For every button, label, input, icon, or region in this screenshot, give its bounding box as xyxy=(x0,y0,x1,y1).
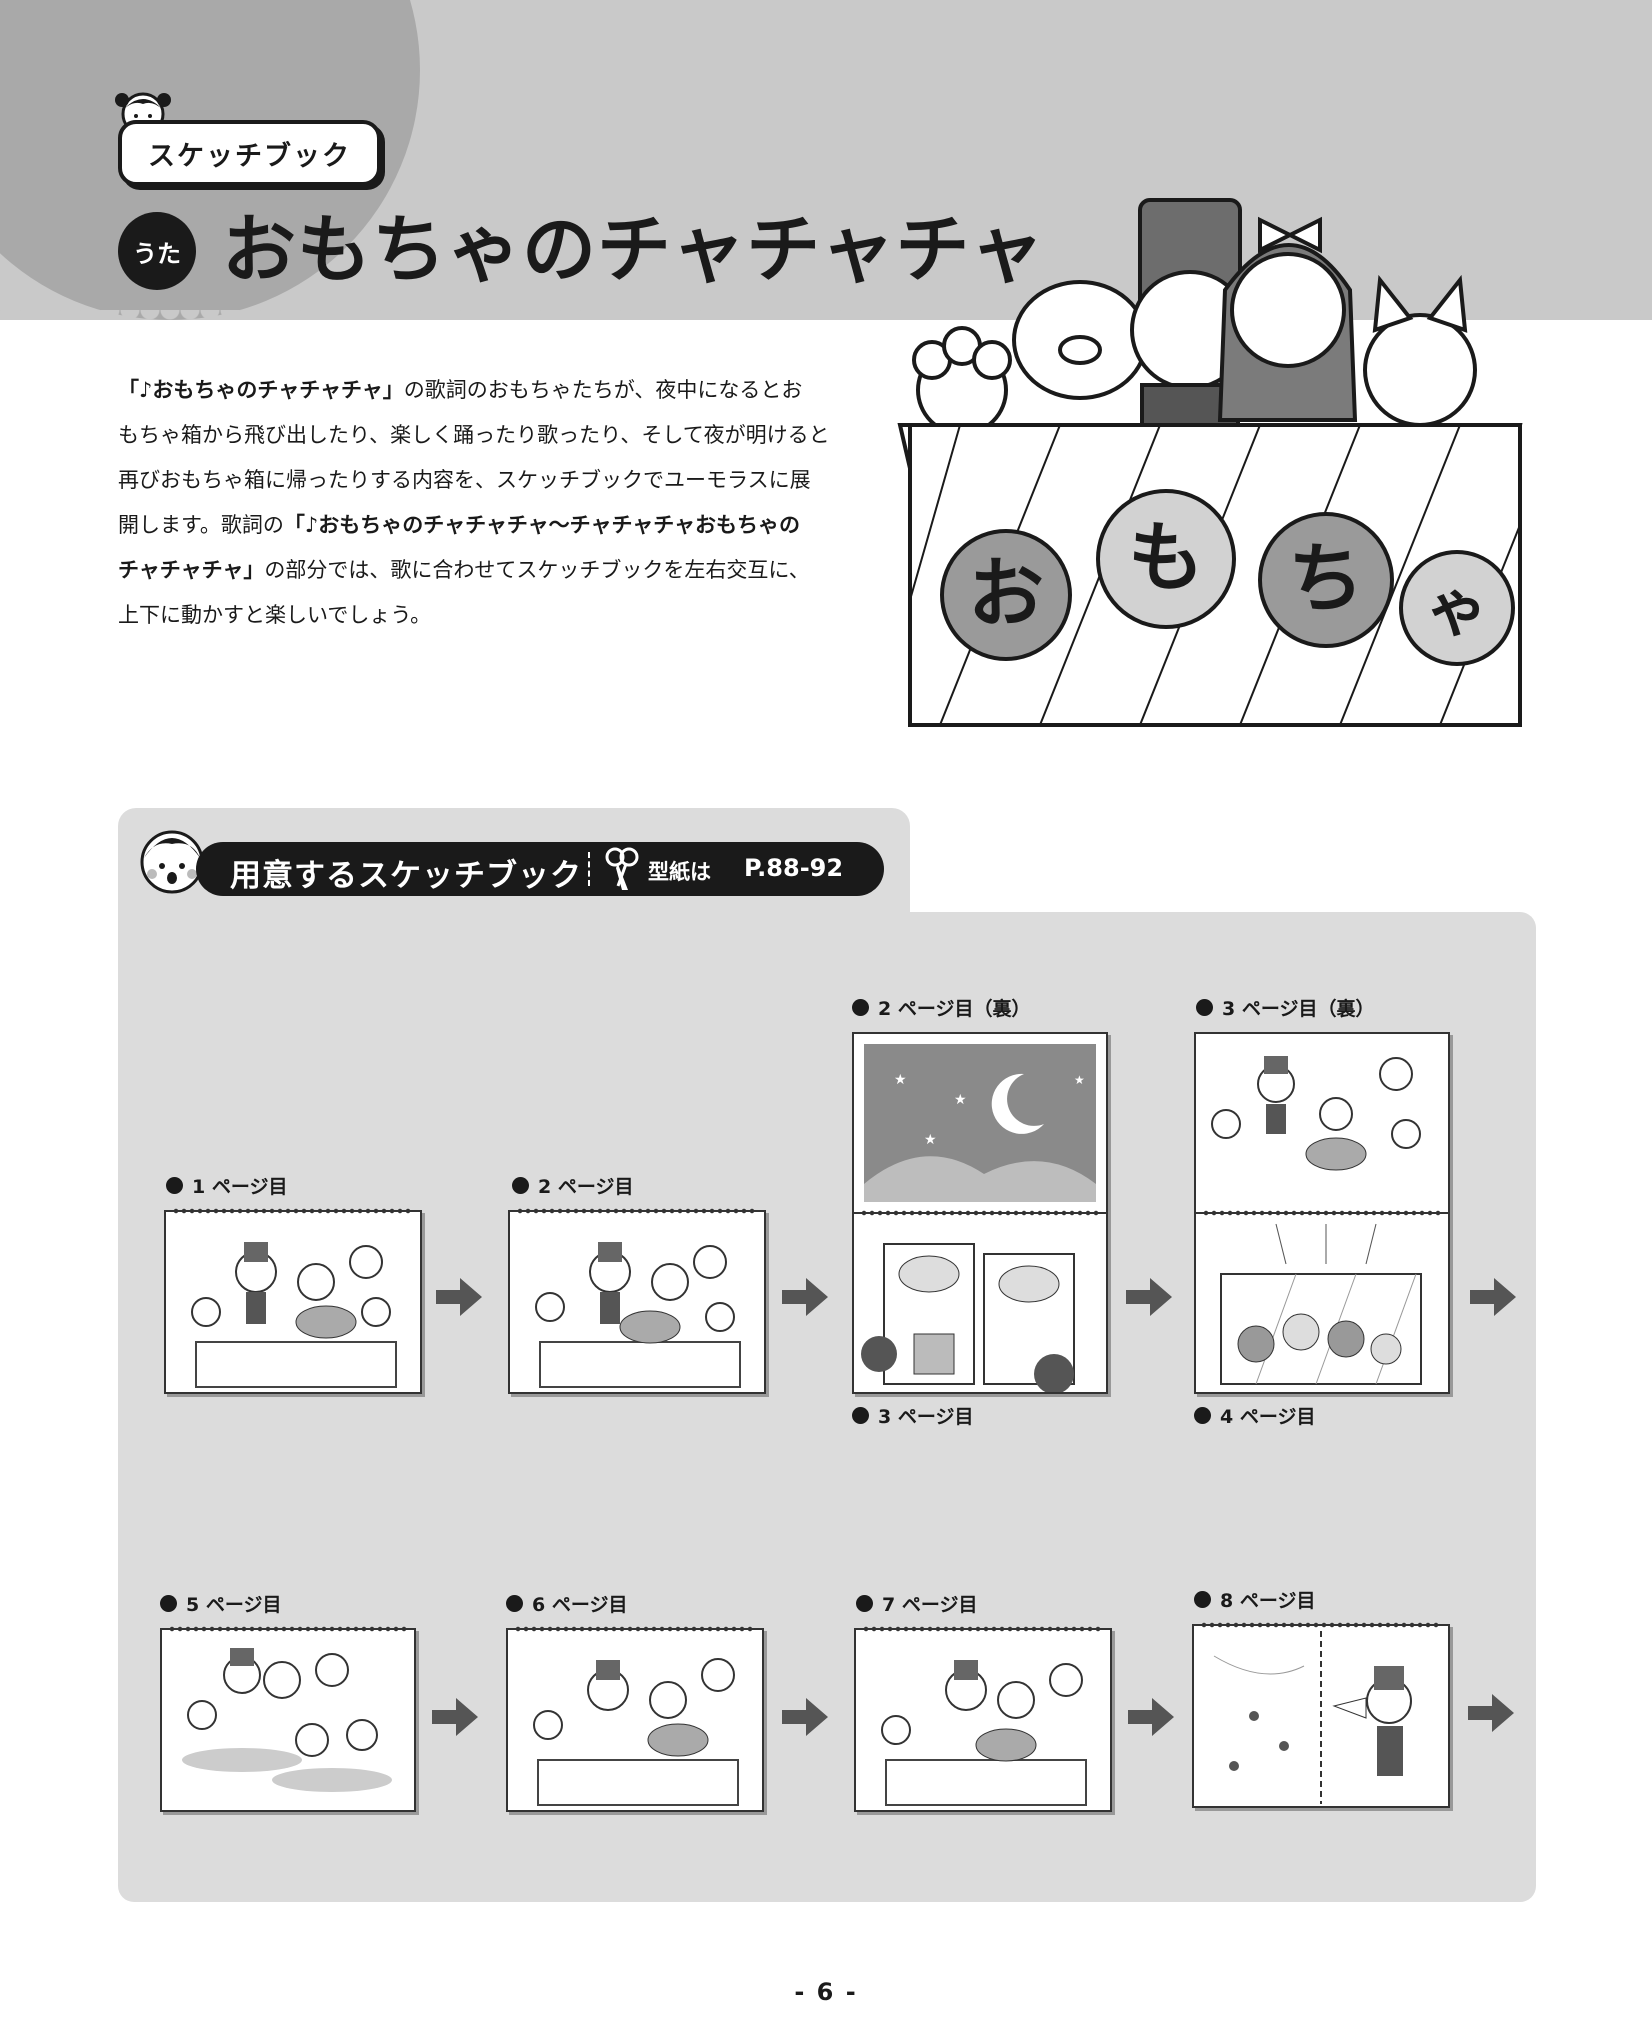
bullet-icon xyxy=(160,1595,177,1612)
toybox-letter: お xyxy=(968,549,1044,638)
bullet-icon xyxy=(1196,999,1213,1016)
svg-text:★: ★ xyxy=(1074,1073,1085,1087)
toys-dancing-scene xyxy=(881,1660,1087,1806)
sketchbook-page2 xyxy=(508,1207,766,1394)
binding-rings xyxy=(1202,1209,1442,1217)
arrow-right-icon xyxy=(436,1278,482,1316)
card-label-text: 7 ページ目 xyxy=(882,1594,978,1616)
bullet-icon xyxy=(856,1595,873,1612)
toys-dancing-scene xyxy=(191,1242,397,1388)
arrow-right-icon xyxy=(1468,1694,1514,1732)
sketchbook-page6 xyxy=(506,1625,764,1812)
card-label-text: 5 ページ目 xyxy=(186,1594,282,1616)
header-divider xyxy=(588,852,590,886)
toybox-scene xyxy=(1220,1223,1422,1385)
card-label-page1: 1 ページ目 xyxy=(166,1172,287,1199)
bullet-icon xyxy=(512,1177,529,1194)
sketchbook-page3-back xyxy=(1194,1032,1450,1214)
arrow-right-icon xyxy=(432,1698,478,1736)
pattern-pages: P.88-92 xyxy=(744,854,844,882)
bullet-icon xyxy=(852,1407,869,1424)
sketchbook-page7 xyxy=(854,1625,1112,1812)
card-label-page2: 2 ページ目 xyxy=(512,1172,633,1199)
sketchbook-page5 xyxy=(160,1625,416,1812)
binding-rings xyxy=(516,1207,758,1215)
sketchbook-page8 xyxy=(1192,1621,1450,1808)
bullet-icon xyxy=(852,999,869,1016)
sketchbook-page1 xyxy=(164,1207,422,1394)
binding-rings xyxy=(514,1625,756,1633)
toys-dancing-scene xyxy=(535,1242,741,1388)
toybox-letter: ゃ xyxy=(1426,572,1488,645)
toybox-letter: ち xyxy=(1288,534,1364,623)
intro-text: 上下に動かすと楽しいでしょう。 xyxy=(118,603,432,627)
card-label-page7: 7 ページ目 xyxy=(856,1590,977,1617)
arrow-right-icon xyxy=(1126,1278,1172,1316)
arrow-right-icon xyxy=(782,1698,828,1736)
binding-rings xyxy=(860,1209,1100,1217)
binding-rings xyxy=(168,1625,408,1633)
sketchbook-page4 xyxy=(1194,1209,1450,1394)
sketchbook-page2-back: ★ ★ ★ ★ xyxy=(852,1032,1108,1214)
svg-text:★: ★ xyxy=(954,1092,967,1108)
page-number: - 6 - xyxy=(794,1978,858,2006)
card-label-text: 4 ページ目 xyxy=(1220,1406,1316,1428)
toybox-illustration: お も ち ゃ xyxy=(897,198,1523,727)
card-label-text: 6 ページ目 xyxy=(532,1594,628,1616)
toybox-letter: も xyxy=(1128,513,1204,602)
sheep-icon xyxy=(912,326,1012,436)
binding-rings xyxy=(862,1625,1104,1633)
intro-lyric: チャチャチャ」 xyxy=(118,558,265,582)
toys-jumping-scene xyxy=(1211,1056,1421,1171)
card-label-text: 8 ページ目 xyxy=(1220,1590,1316,1612)
bullet-icon xyxy=(166,1177,183,1194)
bullet-icon xyxy=(506,1595,523,1612)
card-label-text: 3 ページ目 xyxy=(878,1406,974,1428)
section-header: 用意するスケッチブック 型紙は P.88-92 xyxy=(196,842,884,896)
section-title: 用意するスケッチブック xyxy=(230,858,582,894)
card-label-text: 3 ページ目（裏） xyxy=(1222,998,1375,1020)
category-label: スケッチブック xyxy=(118,120,381,186)
intro-text: の部分では、歌に合わせてスケッチブックを左右交互に、 xyxy=(264,558,810,582)
sleeping-house-scene xyxy=(861,1243,1075,1392)
song-badge: うた xyxy=(118,212,196,290)
bullet-icon xyxy=(1194,1591,1211,1608)
toys-singing-scene xyxy=(182,1648,392,1792)
card-label-text: 2 ページ目（裏） xyxy=(878,998,1031,1020)
intro-paragraph: 「♪おもちゃのチャチャチャ」の歌詞のおもちゃたちが、夜中になるとお もちゃ箱から… xyxy=(118,368,858,638)
toys-dancing-scene xyxy=(533,1658,739,1806)
card-label-page8: 8 ページ目 xyxy=(1194,1586,1315,1613)
intro-text: 開します。歌詞の xyxy=(118,513,284,537)
card-label-text: 1 ページ目 xyxy=(192,1176,288,1198)
cat-icon xyxy=(1363,274,1477,427)
bullet-icon xyxy=(1194,1407,1211,1424)
doll-icon xyxy=(1217,216,1358,422)
card-label-text: 2 ページ目 xyxy=(538,1176,634,1198)
card-label-page3: 3 ページ目 xyxy=(852,1402,973,1429)
svg-text:★: ★ xyxy=(924,1132,937,1148)
intro-text: もちゃ箱から飛び出したり、楽しく踊ったり歌ったり、そして夜が明けると xyxy=(118,423,830,447)
page-title: おもちゃのチャチャチャ xyxy=(222,207,1045,293)
pig-icon xyxy=(1012,280,1148,400)
binding-rings xyxy=(1200,1621,1442,1629)
arrow-right-icon xyxy=(782,1278,828,1316)
intro-song-title: 「♪おもちゃのチャチャチャ」 xyxy=(118,378,404,402)
intro-text: 再びおもちゃ箱に帰ったりする内容を、スケッチブックでユーモラスに展 xyxy=(118,468,811,492)
card-label-page6: 6 ページ目 xyxy=(506,1590,627,1617)
sketchbook-page3 xyxy=(852,1209,1108,1394)
card-label-page2-back: 2 ページ目（裏） xyxy=(852,994,1030,1021)
arrow-right-icon xyxy=(1128,1698,1174,1736)
pattern-label: 型紙は xyxy=(648,860,711,884)
night-sky-scene: ★ ★ ★ ★ xyxy=(864,1044,1096,1202)
binding-rings xyxy=(172,1207,414,1215)
card-label-page5: 5 ページ目 xyxy=(160,1590,281,1617)
intro-lyric: 「♪おもちゃのチャチャチャ〜チャチャチャおもちゃの xyxy=(283,513,801,537)
svg-text:★: ★ xyxy=(894,1072,907,1088)
arrow-right-icon xyxy=(1470,1278,1516,1316)
card-label-page4: 4 ページ目 xyxy=(1194,1402,1315,1429)
scissors-icon xyxy=(605,847,639,890)
card-label-page3-back: 3 ページ目（裏） xyxy=(1196,994,1374,1021)
soldier-trumpet-scene xyxy=(1213,1631,1412,1804)
intro-text: の歌詞のおもちゃたちが、夜中になるとお xyxy=(403,378,803,402)
